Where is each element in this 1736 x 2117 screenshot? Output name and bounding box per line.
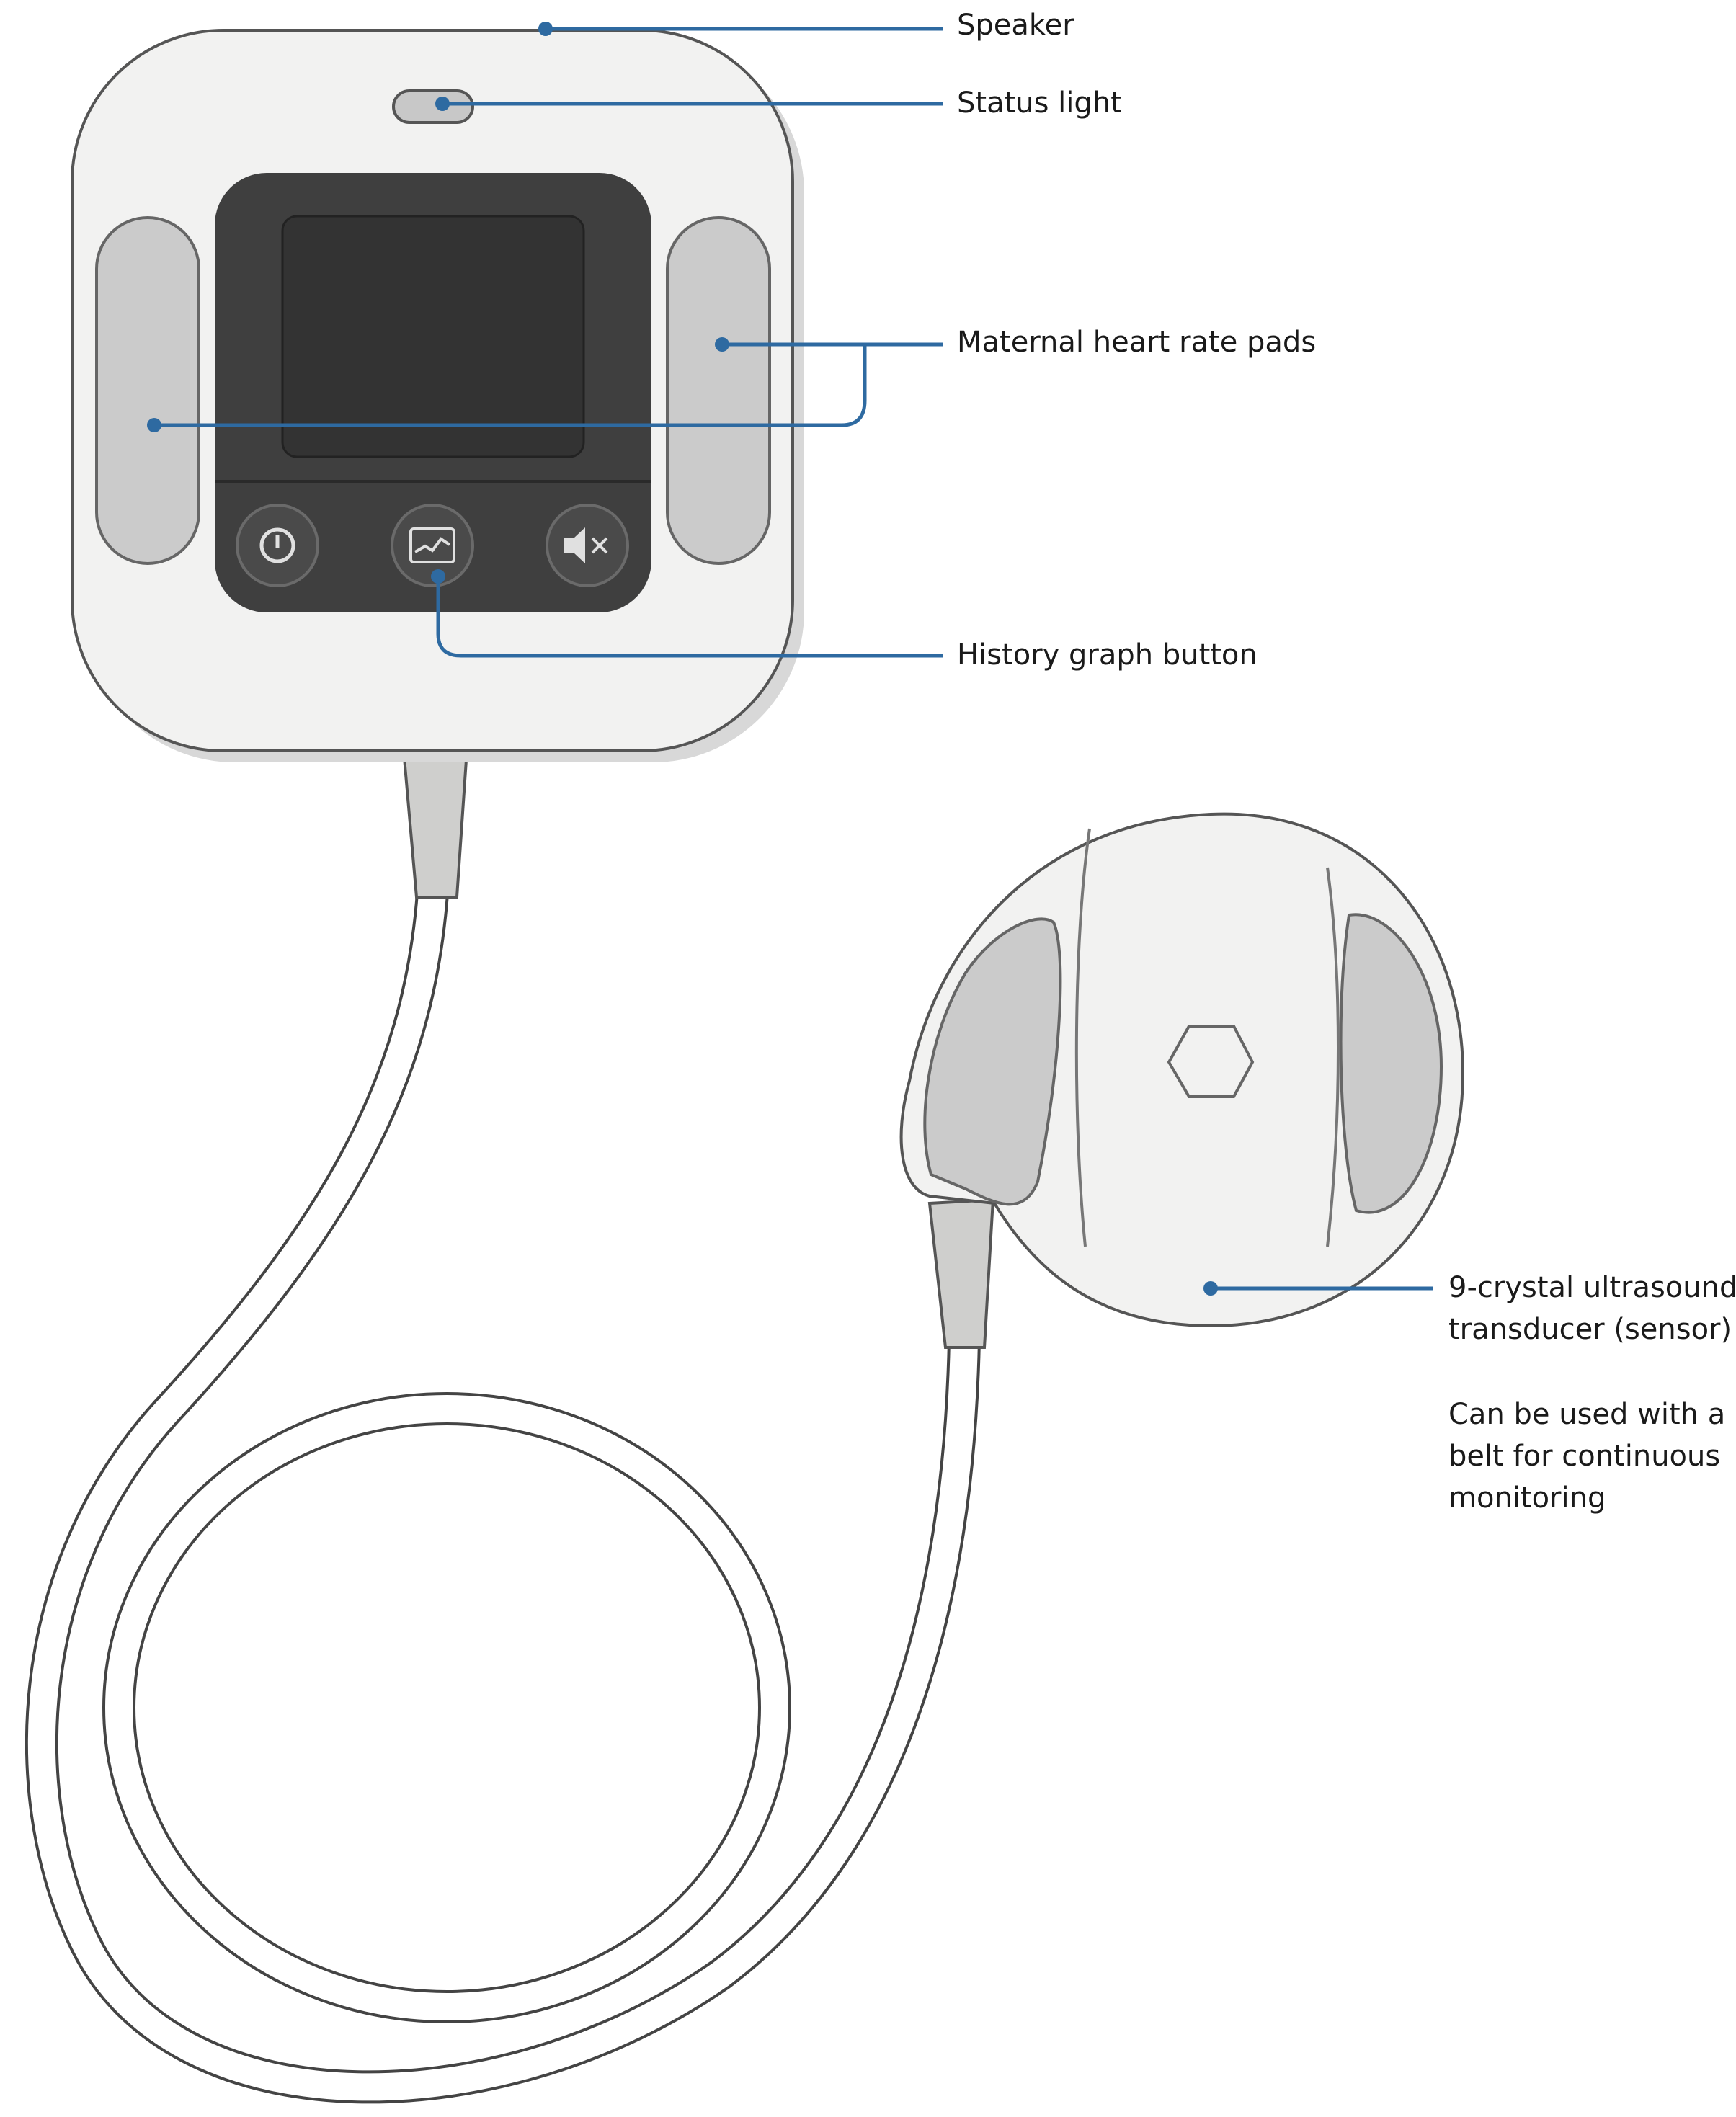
callout-lines [154, 27, 1433, 1291]
heart-rate-pad-left [95, 216, 200, 565]
cable [25, 877, 981, 2104]
device-strain-relief [401, 748, 469, 899]
heart-rate-pad-right [666, 216, 771, 565]
callout-dots [147, 22, 1218, 1296]
ultrasound-transducer [899, 812, 1465, 1328]
label-status-light: Status light [957, 86, 1122, 120]
transducer-pad-right [1339, 913, 1443, 1214]
status-light [392, 89, 474, 124]
history-graph-button[interactable] [391, 504, 474, 587]
power-icon [259, 527, 295, 563]
label-belt-note: Can be used with a belt for continuous m… [1448, 1398, 1726, 1515]
screen [281, 215, 585, 458]
transducer-pad-left [923, 917, 1062, 1206]
monitor-device [71, 29, 804, 762]
power-button[interactable] [236, 504, 319, 587]
label-transducer: 9-crystal ultrasound transducer (sensor) [1448, 1271, 1736, 1346]
hexagon-icon [1167, 1025, 1255, 1098]
label-history-graph-button: History graph button [957, 638, 1258, 672]
label-heart-rate-pads: Maternal heart rate pads [957, 326, 1317, 359]
mute-button[interactable] [546, 504, 629, 587]
history-graph-icon [409, 527, 455, 563]
transducer-strain-relief [927, 1198, 995, 1349]
label-speaker: Speaker [957, 9, 1074, 42]
speaker-mute-icon [564, 527, 608, 563]
